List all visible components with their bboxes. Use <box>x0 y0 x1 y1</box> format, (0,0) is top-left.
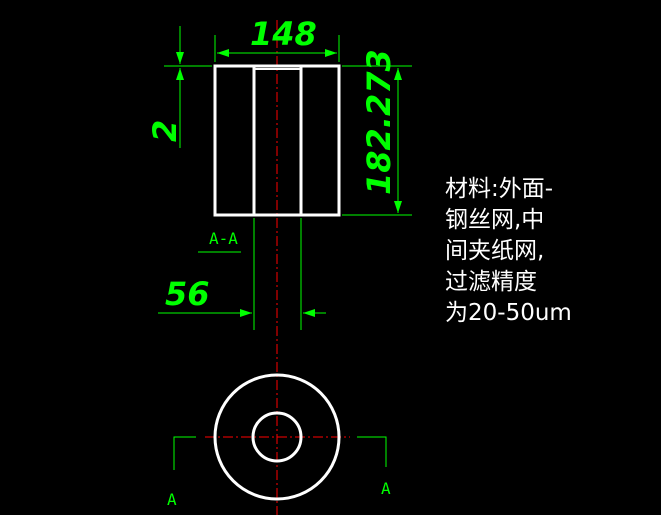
cut-marker-right-line <box>357 436 387 467</box>
note-line: 过滤精度 <box>445 269 537 295</box>
cut-marker-left-line <box>173 436 196 470</box>
inner-circle <box>251 411 303 463</box>
section-label: A-A <box>209 229 238 248</box>
outer-outline <box>213 64 341 217</box>
material-note: 材料:外面- 钢丝网,中 间夹纸网, 过滤精度 为20-50um <box>445 174 645 329</box>
note-line: 为20-50um <box>445 300 572 326</box>
section-view <box>213 64 341 217</box>
cut-marker-left-label: A <box>167 490 177 509</box>
dimension-gap <box>164 26 212 148</box>
dimension-gap-text: 2 <box>146 120 184 142</box>
outer-circle <box>213 373 341 501</box>
note-line: 材料:外面- <box>445 176 554 202</box>
dimension-bore-text: 56 <box>165 275 210 313</box>
dimension-width <box>214 35 340 62</box>
note-line: 钢丝网,中 <box>445 207 545 233</box>
dimension-width-text: 148 <box>250 15 317 53</box>
note-line: 间夹纸网, <box>445 238 545 264</box>
cut-marker-right-label: A <box>381 479 391 498</box>
dimension-height <box>342 65 412 216</box>
dimension-bore <box>158 218 326 330</box>
dimension-height-text: 182.273 <box>360 49 398 195</box>
